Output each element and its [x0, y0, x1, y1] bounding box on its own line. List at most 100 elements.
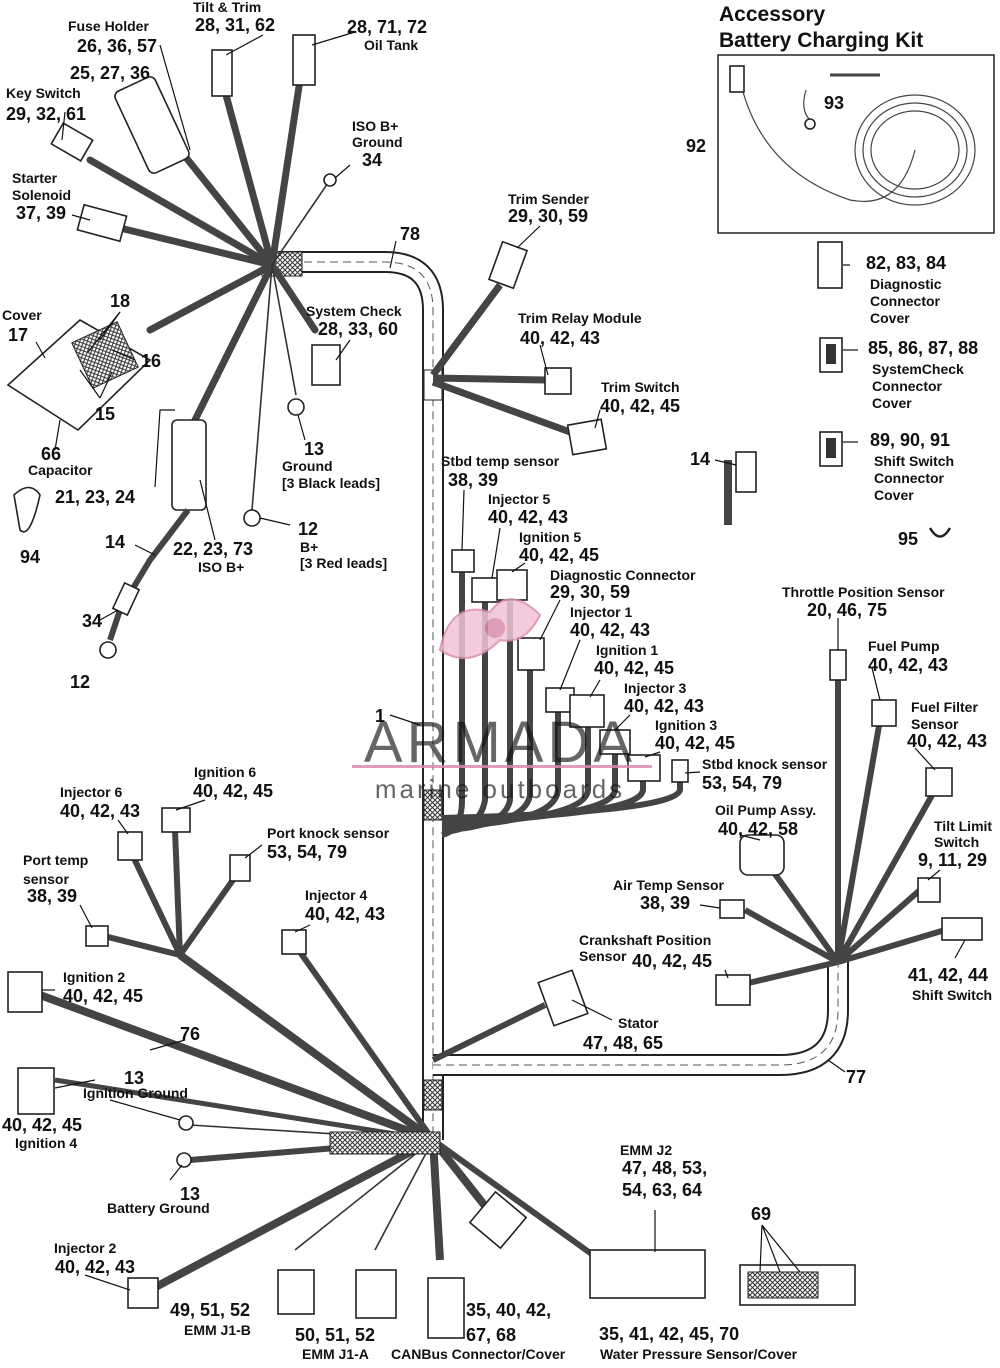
- label-item-69: 69: [751, 1204, 771, 1224]
- watermark: ARMADA marine outboards: [352, 598, 652, 804]
- label-item-18: 18: [110, 291, 130, 311]
- label-battery-ground-nums: 13: [180, 1184, 200, 1204]
- accessory-kit-box: [717, 54, 995, 234]
- covers-right: [724, 241, 952, 538]
- label-bplus-l1: B+: [300, 539, 318, 555]
- label-fuel-filter-nums: 40, 42, 43: [907, 731, 987, 751]
- ground-ring-terminal: [287, 398, 305, 416]
- label-starter-nums: 37, 39: [16, 203, 66, 223]
- label-shiftsw-cover-l3: Cover: [874, 487, 914, 503]
- label-injector5-name: Injector 5: [488, 491, 550, 507]
- label-stbd-knock-nums: 53, 54, 79: [702, 773, 782, 793]
- label-trim-sender-name: Trim Sender: [508, 191, 589, 207]
- label-ground-l2: [3 Black leads]: [282, 475, 380, 491]
- label-key-switch-nums: 29, 32, 61: [6, 104, 86, 124]
- label-emm-j1b-nums: 49, 51, 52: [170, 1300, 250, 1320]
- label-system-check-nums: 28, 33, 60: [318, 319, 398, 339]
- label-crankshaft-nums: 40, 42, 45: [632, 951, 712, 971]
- label-water-pressure-nums: 35, 41, 42, 45, 70: [599, 1324, 739, 1344]
- label-fuel-filter-l2: Sensor: [911, 716, 959, 732]
- label-fuel-pump-nums: 40, 42, 43: [868, 655, 948, 675]
- label-stbd-temp-nums: 38, 39: [448, 470, 498, 490]
- label-fuse-holder-nums: 26, 36, 57: [77, 36, 157, 56]
- label-crankshaft-l1: Crankshaft Position: [579, 932, 711, 948]
- label-ignition4-nums: 40, 42, 45: [2, 1115, 82, 1135]
- label-diag-cover-nums: 82, 83, 84: [866, 253, 946, 273]
- label-harness-76: 76: [180, 1024, 200, 1044]
- kit-title-line2: Battery Charging Kit: [719, 29, 923, 52]
- label-trim-sender-nums: 29, 30, 59: [508, 206, 588, 226]
- bplus-ring-terminal: [243, 509, 261, 527]
- label-ignition6-name: Ignition 6: [194, 764, 256, 780]
- label-harness-77: 77: [846, 1067, 866, 1087]
- iso-bplus-fuse: [171, 419, 207, 511]
- label-item-16: 16: [141, 351, 161, 371]
- label-iso-ground-l2: Ground: [352, 134, 403, 150]
- label-canbus-l1: 35, 40, 42,: [466, 1300, 551, 1320]
- starter-solenoid-connector: [76, 203, 128, 243]
- label-injector4-nums: 40, 42, 43: [305, 904, 385, 924]
- label-diag-conn-name: Diagnostic Connector: [550, 567, 696, 583]
- label-tilt-limit-nums: 9, 11, 29: [918, 850, 987, 870]
- label-stator-nums: 47, 48, 65: [583, 1033, 663, 1053]
- label-tps-nums: 20, 46, 75: [807, 600, 887, 620]
- label-fuse-holder-name: Fuse Holder: [68, 18, 149, 34]
- label-diag-conn-nums: 29, 30, 59: [550, 582, 630, 602]
- label-emm-j2-l2: 54, 63, 64: [622, 1180, 702, 1200]
- watermark-brand: ARMADA: [364, 710, 636, 775]
- label-tilt-limit-l1: Tilt Limit: [934, 818, 992, 834]
- label-injector2-name: Injector 2: [54, 1240, 116, 1256]
- label-shift-switch-name: Shift Switch: [912, 987, 992, 1003]
- label-emm-j1a-name: EMM J1-A: [302, 1346, 369, 1362]
- label-item-15: 15: [95, 404, 115, 424]
- label-diag-cover-l2: Connector: [870, 293, 941, 309]
- label-item-22-nums: 22, 23, 73: [173, 539, 253, 559]
- label-bplus-nums: 12: [298, 519, 318, 539]
- label-emm-j1a-nums: 50, 51, 52: [295, 1325, 375, 1345]
- label-trim-switch-name: Trim Switch: [601, 379, 680, 395]
- label-item-21: 21, 23, 24: [55, 487, 135, 507]
- label-ignition3-name: Ignition 3: [655, 717, 717, 733]
- label-fuel-pump-name: Fuel Pump: [868, 638, 940, 654]
- tilt-trim-connector: [211, 49, 233, 97]
- label-canbus-l2: 67, 68: [466, 1325, 516, 1345]
- label-oil-tank-name: Oil Tank: [364, 37, 418, 53]
- label-syscheck-cover-l1: SystemCheck: [872, 361, 964, 377]
- label-item-95: 95: [898, 529, 918, 549]
- label-fuel-filter-l1: Fuel Filter: [911, 699, 978, 715]
- label-air-temp-name: Air Temp Sensor: [613, 877, 725, 893]
- label-ignition4-name: Ignition 4: [15, 1135, 77, 1151]
- label-diag-cover-l3: Cover: [870, 310, 910, 326]
- main-harness-trunk: [278, 251, 849, 1140]
- label-ignition1-nums: 40, 42, 45: [594, 658, 674, 678]
- label-stbd-knock-name: Stbd knock sensor: [702, 756, 828, 772]
- label-emm-j1b-name: EMM J1-B: [184, 1322, 251, 1338]
- label-item-34: 34: [82, 611, 102, 631]
- label-ignition3-nums: 40, 42, 45: [655, 733, 735, 753]
- label-ground-l1: Ground: [282, 458, 333, 474]
- label-canbus-name: CANBus Connector/Cover: [391, 1346, 566, 1362]
- trim-branch: [430, 240, 608, 456]
- cable-tie-94: [13, 486, 41, 533]
- label-port-temp-l2: sensor: [23, 871, 69, 887]
- label-injector4-name: Injector 4: [305, 887, 367, 903]
- label-ignition1-name: Ignition 1: [596, 642, 658, 658]
- label-cover-name: Cover: [2, 307, 42, 323]
- label-iso-ground-l1: ISO B+: [352, 118, 398, 134]
- label-injector1-nums: 40, 42, 43: [570, 620, 650, 640]
- label-shiftsw-cover-l2: Connector: [874, 470, 945, 486]
- label-injector3-nums: 40, 42, 43: [624, 696, 704, 716]
- label-injector6-name: Injector 6: [60, 784, 122, 800]
- label-item-22-name: ISO B+: [198, 559, 244, 575]
- label-key-switch-name: Key Switch: [6, 85, 81, 101]
- label-injector2-nums: 40, 42, 43: [55, 1257, 135, 1277]
- label-syscheck-cover-nums: 85, 86, 87, 88: [868, 338, 978, 358]
- fuse-holder-part: [114, 76, 190, 174]
- label-syscheck-cover-l2: Connector: [872, 378, 943, 394]
- label-injector3-name: Injector 3: [624, 680, 686, 696]
- label-injector5-nums: 40, 42, 43: [488, 507, 568, 527]
- label-injector1-name: Injector 1: [570, 604, 632, 620]
- label-ignition2-nums: 40, 42, 45: [63, 986, 143, 1006]
- label-item-1: 1: [375, 706, 385, 726]
- label-ground-nums: 13: [304, 439, 324, 459]
